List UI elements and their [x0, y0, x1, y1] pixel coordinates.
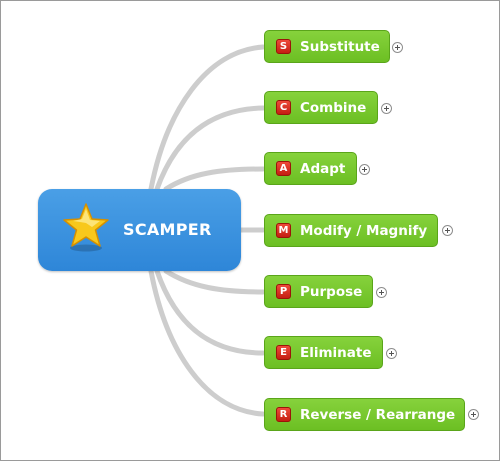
connector-reverse — [148, 268, 266, 417]
star-icon — [63, 203, 109, 252]
letter-badge-e: E — [276, 345, 291, 360]
letter-badge-a: A — [276, 161, 291, 176]
letter-badge-c: C — [276, 100, 291, 115]
branch-label-eliminate: Eliminate — [300, 344, 372, 361]
root-topic[interactable]: SCAMPER — [38, 189, 241, 271]
expand-substitute-icon[interactable] — [392, 42, 403, 53]
branch-combine[interactable]: C Combine — [264, 91, 378, 124]
branch-label-substitute: Substitute — [300, 38, 380, 55]
letter-badge-m: M — [276, 223, 291, 238]
branch-purpose[interactable]: P Purpose — [264, 275, 373, 308]
branch-adapt[interactable]: A Adapt — [264, 152, 357, 185]
root-topic-label: SCAMPER — [123, 220, 212, 239]
connector-adapt — [163, 166, 266, 192]
expand-combine-icon[interactable] — [381, 103, 392, 114]
connector-purpose — [163, 268, 266, 295]
branch-reverse-rearrange[interactable]: R Reverse / Rearrange — [264, 398, 465, 431]
letter-badge-r: R — [276, 407, 291, 422]
connector-eliminate — [154, 268, 266, 356]
letter-badge-p: P — [276, 284, 291, 299]
connector-substitute — [148, 44, 266, 192]
connector-combine — [154, 105, 266, 192]
letter-badge-s: S — [276, 39, 291, 54]
expand-reverse-rearrange-icon[interactable] — [468, 409, 479, 420]
expand-purpose-icon[interactable] — [376, 287, 387, 298]
branch-label-modify-magnify: Modify / Magnify — [300, 222, 428, 239]
expand-modify-magnify-icon[interactable] — [442, 225, 453, 236]
branch-label-adapt: Adapt — [300, 160, 346, 177]
branch-substitute[interactable]: S Substitute — [264, 30, 390, 63]
expand-adapt-icon[interactable] — [359, 164, 370, 175]
expand-eliminate-icon[interactable] — [386, 348, 397, 359]
branch-label-reverse-rearrange: Reverse / Rearrange — [300, 406, 456, 423]
branch-label-combine: Combine — [300, 99, 367, 116]
branch-modify-magnify[interactable]: M Modify / Magnify — [264, 214, 438, 247]
branch-eliminate[interactable]: E Eliminate — [264, 336, 383, 369]
branch-label-purpose: Purpose — [300, 283, 363, 300]
